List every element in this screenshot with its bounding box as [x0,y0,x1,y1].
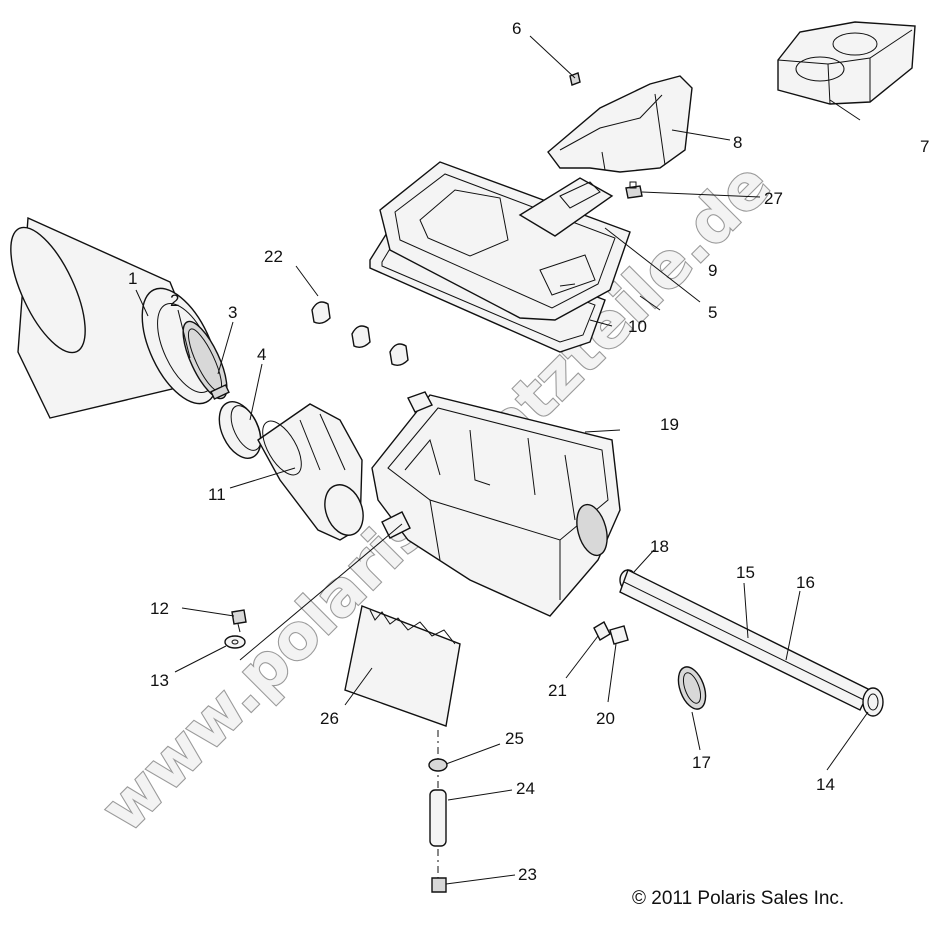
callout-15: 15 [736,563,755,582]
callout-8: 8 [733,133,742,152]
callout-1: 1 [128,269,137,288]
callout-17: 17 [692,753,711,772]
callout-4: 4 [257,345,266,364]
part-1-filter [10,216,219,419]
callout-10: 10 [628,317,647,336]
copyright-notice: © 2011 Polaris Sales Inc. [632,888,844,909]
part-11-boot [257,403,364,541]
callout-16: 16 [796,573,815,592]
callout-23: 23 [518,865,537,884]
part-23-25-drain [428,730,448,893]
part-7-cover [777,21,916,105]
callout-11: 11 [208,485,226,504]
callouts: 1 2 3 4 5 6 7 8 9 10 11 12 13 14 15 16 1… [128,19,929,884]
callout-25: 25 [505,729,524,748]
callout-3: 3 [228,303,237,322]
callout-7: 7 [920,137,929,156]
part-26-label [344,605,461,727]
callout-24: 24 [516,779,535,798]
part-9-plate [518,177,614,237]
part-4-coupler [218,401,262,459]
callout-14: 14 [816,775,835,794]
part-17-clamp [677,666,707,710]
part-22-clips [311,301,409,367]
part-3-clamp [182,320,230,400]
part-14-fitting [862,687,884,717]
callout-21: 21 [548,681,567,700]
callout-2: 2 [170,291,179,310]
leader-lines [135,35,869,885]
callout-20: 20 [596,709,615,728]
part-5-lid [379,161,631,321]
part-19-airbox [371,391,621,617]
callout-13: 13 [150,671,169,690]
callout-5: 5 [708,303,717,322]
callout-19: 19 [660,415,679,434]
part-12-13-bolt [224,609,247,649]
callout-6: 6 [512,19,521,38]
callout-26: 26 [320,709,339,728]
callout-12: 12 [150,599,169,618]
part-8-duct [547,75,693,173]
part-27-fastener [625,181,643,199]
part-20-21-fittings [593,621,629,645]
callout-18: 18 [650,537,669,556]
callout-22: 22 [264,247,283,266]
callout-27: 27 [764,189,783,208]
callout-9: 9 [708,261,717,280]
part-15-16-tube [619,569,871,711]
